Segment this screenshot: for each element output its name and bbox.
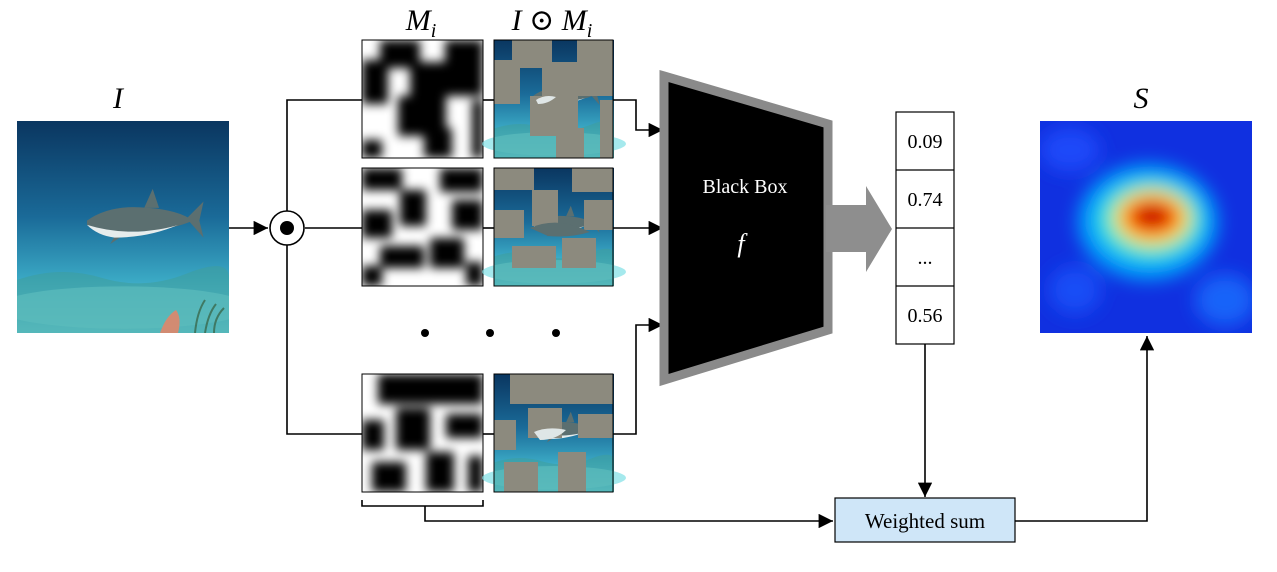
weighted-sum-box: Weighted sum bbox=[834, 497, 1016, 543]
score-2: 0.74 bbox=[908, 189, 943, 211]
score-vector: 0.09 0.74 ... 0.56 bbox=[895, 111, 955, 345]
masked-images-label: I ⊙ Mi bbox=[511, 4, 593, 42]
black-box-function: f bbox=[737, 229, 748, 258]
black-box: Black Box f bbox=[659, 69, 833, 387]
mask-3 bbox=[361, 373, 484, 493]
score-ellipsis: ... bbox=[918, 247, 933, 269]
connector-lines bbox=[229, 99, 1155, 529]
masked-image-3 bbox=[482, 373, 626, 493]
masks-label: Mi bbox=[405, 4, 437, 42]
masked-image-2 bbox=[482, 167, 626, 287]
input-label: I bbox=[112, 82, 125, 115]
output-arrow-icon bbox=[826, 186, 892, 272]
masked-image-1 bbox=[482, 39, 626, 159]
black-box-title: Black Box bbox=[703, 176, 788, 198]
circled-dot-icon bbox=[269, 210, 305, 246]
saliency-label: S bbox=[1134, 82, 1149, 115]
ellipsis-dots-icon bbox=[421, 329, 560, 337]
score-n: 0.56 bbox=[908, 305, 943, 327]
saliency-map bbox=[1040, 121, 1252, 333]
input-image bbox=[17, 121, 229, 333]
score-1: 0.09 bbox=[908, 131, 943, 153]
mask-2 bbox=[361, 167, 484, 287]
mask-1 bbox=[361, 39, 484, 159]
weighted-sum-label: Weighted sum bbox=[865, 509, 985, 533]
